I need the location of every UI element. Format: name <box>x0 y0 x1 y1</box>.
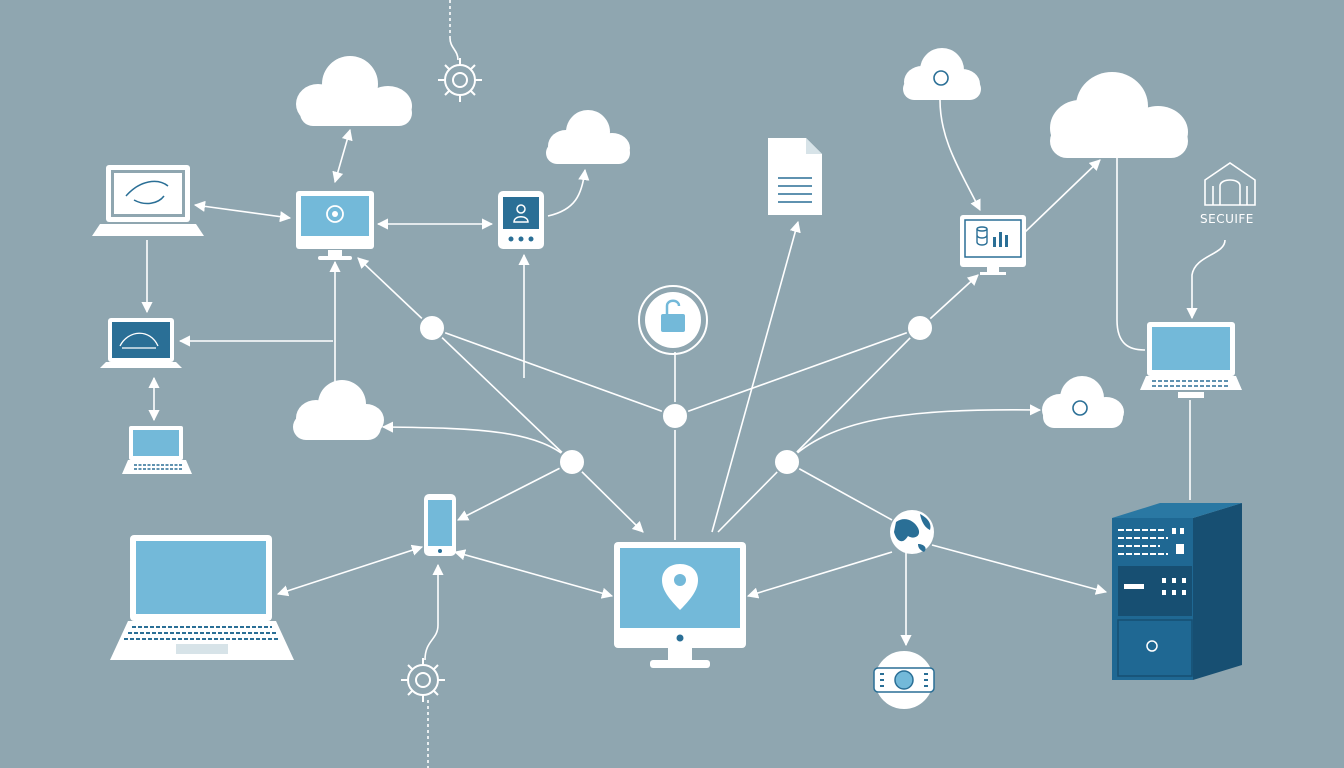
globe-icon <box>890 510 934 554</box>
edge-cloud4-monitor2 <box>939 99 981 212</box>
laptop-icon <box>122 426 192 474</box>
edge-secure-laptop5 <box>1186 239 1226 320</box>
edge-hubcenter-hub2 <box>674 327 921 417</box>
edge-cloud5-laptop5 <box>1116 158 1146 351</box>
edge-hub1-hub3 <box>431 327 573 463</box>
hub-nodes <box>418 314 934 476</box>
lock-icon <box>638 285 708 355</box>
edge-globe-server <box>931 544 1108 595</box>
edge-hub1-monitor1 <box>357 257 433 329</box>
cloud-icon <box>903 48 981 100</box>
edge-phone-monitor <box>453 549 614 599</box>
central-monitor-icon <box>614 542 746 668</box>
gear-icon <box>438 58 482 102</box>
edge-globe-monitor <box>746 551 893 599</box>
edge-hub3-cloud3 <box>381 421 573 463</box>
edge-hub4-monitor <box>717 461 788 533</box>
cloud-badge-icon <box>1072 400 1088 416</box>
hub-node <box>906 314 934 342</box>
edge-laptop1-monitor1 <box>193 200 292 223</box>
document-icon <box>768 138 822 215</box>
hub-node <box>418 314 446 342</box>
cloud-icon <box>1042 376 1124 428</box>
server-icon <box>1112 503 1242 680</box>
phone-icon <box>424 494 456 556</box>
shield-icon <box>1204 162 1256 206</box>
edge-hub1-hubcenter <box>431 327 676 417</box>
cloud-icon <box>546 110 630 164</box>
edge-hub3-monitor <box>571 461 644 533</box>
gear-top-link <box>449 37 459 61</box>
tablet-user-icon <box>498 191 544 249</box>
hub-node <box>661 402 689 430</box>
secure-label: SECUIFE <box>1200 212 1254 226</box>
gear-icon <box>401 658 445 702</box>
camera-icon <box>873 649 935 711</box>
edge-laptop4-phone <box>276 544 424 597</box>
edge-monitor2-cloud5 <box>1024 159 1101 233</box>
monitor-chart-icon <box>960 215 1026 275</box>
edge-cloud1-monitor1 <box>332 128 353 184</box>
edge-monitor-document <box>711 220 801 533</box>
edge-hub3-phone <box>457 461 573 521</box>
edge-hub2-hub4 <box>786 327 921 463</box>
laptop-icon <box>1140 322 1242 398</box>
laptop-icon <box>100 318 182 368</box>
hub-node <box>558 448 586 476</box>
gear-bottom-link <box>424 563 444 661</box>
monitor-icon <box>296 191 374 260</box>
laptop-icon <box>110 535 294 660</box>
connector-lines <box>141 0 1226 768</box>
edge-tablet-cloud2 <box>547 168 590 217</box>
cloud-icon <box>296 56 412 126</box>
hub-node <box>773 448 801 476</box>
cloud-icon <box>293 380 384 440</box>
cloud-icon <box>1050 72 1188 158</box>
laptop-icon <box>92 165 204 236</box>
cloud-badge-icon <box>933 70 949 86</box>
edge-hub4-globe <box>786 461 893 521</box>
edge-hub4-cloud6 <box>786 404 1042 463</box>
